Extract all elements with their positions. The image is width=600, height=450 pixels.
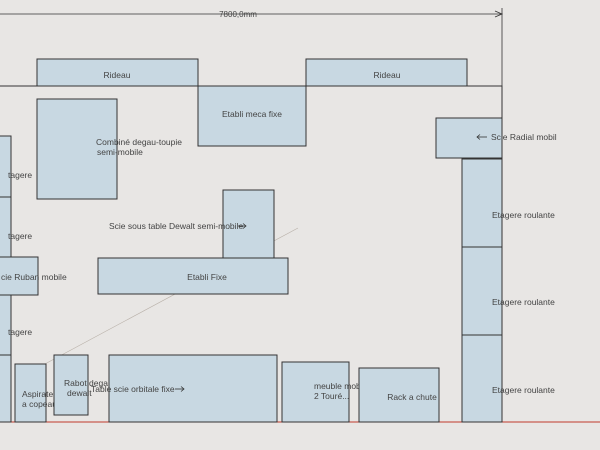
aspirateur-a-copeaux[interactable]: Aspirateur a copeaux: [14, 363, 62, 423]
svg-text:Combiné degau-toupie: Combiné degau-toupie: [96, 137, 182, 147]
svg-text:dewalt: dewalt: [67, 388, 92, 398]
svg-text:Etabli meca fixe: Etabli meca fixe: [222, 109, 282, 119]
svg-text:Etabli Fixe: Etabli Fixe: [187, 272, 227, 282]
dimension-arrow-icon: [494, 10, 504, 18]
etagere-left-4[interactable]: [0, 354, 12, 423]
etagere-left-1[interactable]: tagere: [0, 135, 32, 198]
arrow-right-icon: [242, 223, 247, 229]
dimension-label: 7800,0mm: [219, 10, 257, 19]
meuble-mobile[interactable]: meuble mobile 2 Touré...: [281, 361, 370, 423]
svg-text:Etagere roulante: Etagere roulante: [492, 210, 555, 220]
rideau-left[interactable]: Rideau: [36, 58, 199, 87]
arrow-right-icon: [180, 386, 185, 392]
svg-text:Rideau: Rideau: [374, 70, 401, 80]
svg-text:tagere: tagere: [8, 170, 32, 180]
svg-text:Aspirateur: Aspirateur: [22, 389, 61, 399]
scie-sous-table-dewalt[interactable]: [222, 189, 275, 259]
table-scie-orbitale-fixe[interactable]: [108, 354, 278, 423]
svg-text:cie Ruban mobile: cie Ruban mobile: [1, 272, 67, 282]
etagere-roulante-1[interactable]: Etagere roulante: [461, 158, 555, 248]
rabot-degau-dewalt[interactable]: Rabot degau dewalt: [53, 354, 113, 416]
svg-text:tagere: tagere: [8, 327, 32, 337]
rack-a-chute[interactable]: Rack a chute: [358, 367, 440, 423]
svg-text:Etagere roulante: Etagere roulante: [492, 297, 555, 307]
svg-text:semi-mobile: semi-mobile: [97, 147, 143, 157]
table-scie-label: Table scie orbitale fixe: [91, 384, 175, 394]
etagere-left-2[interactable]: tagere: [0, 196, 32, 258]
svg-text:a copeaux: a copeaux: [22, 399, 62, 409]
arrow-left-icon: [476, 134, 481, 140]
rideau-right[interactable]: Rideau: [305, 58, 468, 87]
scie-ruban-mobile[interactable]: cie Ruban mobile: [0, 256, 67, 296]
etagere-roulante-3[interactable]: Etagere roulante: [461, 334, 555, 423]
svg-text:meuble mobile: meuble mobile: [314, 381, 370, 391]
etabli-fixe[interactable]: Etabli Fixe: [97, 257, 289, 295]
dimension-annotation: 7800,0mm: [0, 8, 504, 86]
etagere-roulante-2[interactable]: Etagere roulante: [461, 246, 555, 336]
scie-radial-mobil[interactable]: Scie Radial mobil: [435, 117, 557, 159]
svg-text:Rack a chute: Rack a chute: [387, 392, 437, 402]
scie-sous-table-label: Scie sous table Dewalt semi-mobile: [109, 221, 243, 231]
etagere-left-3[interactable]: tagere: [0, 294, 32, 356]
combine-degau-toupie[interactable]: Combiné degau-toupie semi-mobile: [36, 98, 182, 200]
svg-text:Etagere roulante: Etagere roulante: [492, 385, 555, 395]
svg-text:2 Touré...: 2 Touré...: [314, 391, 349, 401]
svg-text:tagere: tagere: [8, 231, 32, 241]
etabli-meca-fixe[interactable]: Etabli meca fixe: [197, 85, 307, 147]
svg-text:Scie Radial mobil: Scie Radial mobil: [491, 132, 557, 142]
svg-text:Rideau: Rideau: [104, 70, 131, 80]
svg-text:Rabot degau: Rabot degau: [64, 378, 113, 388]
